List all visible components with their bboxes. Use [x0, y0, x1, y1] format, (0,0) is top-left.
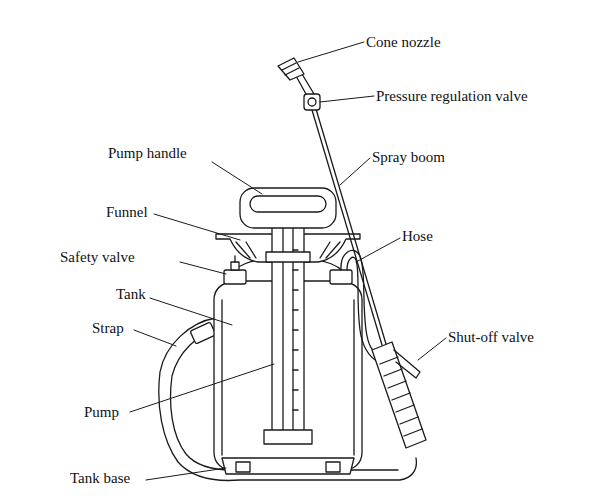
pump-handle-grip: [250, 196, 326, 212]
part-label: Strap: [92, 319, 124, 337]
tank-seam: [221, 300, 222, 455]
strap-buckle: [190, 322, 216, 344]
shut-off-valve: [372, 342, 426, 448]
tank-base: [222, 458, 354, 474]
shut-off-lever: [394, 350, 420, 378]
part-label: Safety valve: [60, 248, 135, 266]
part-label: Pressure regulation valve: [376, 87, 528, 105]
part-label: Tank base: [70, 469, 130, 487]
part-label: Tank: [116, 285, 146, 303]
tank-seam: [353, 300, 354, 455]
hose: [347, 257, 378, 362]
part-label: Pump: [84, 403, 119, 421]
nozzle-neck: [296, 74, 314, 94]
pump-ticks: [293, 250, 298, 410]
part-label: Shut-off valve: [448, 328, 534, 346]
part-label: Hose: [402, 227, 433, 245]
safety-valve: [224, 270, 246, 284]
hose-cap: [330, 270, 352, 284]
spray-boom: [316, 109, 386, 344]
pump-handle: [240, 188, 336, 228]
cone-nozzle: [282, 63, 299, 75]
tank-foot: [326, 462, 340, 472]
safety-valve: [231, 262, 239, 270]
pump-foot: [264, 430, 312, 444]
spray-boom: [312, 110, 382, 345]
part-label: Cone nozzle: [366, 33, 441, 51]
tank-foot: [236, 462, 250, 472]
part-label: Funnel: [106, 203, 148, 221]
pump-collar: [266, 252, 310, 262]
pressure-valve: [308, 98, 316, 106]
pressure-valve: [304, 94, 320, 110]
safety-valve: [234, 256, 235, 262]
part-label: Spray boom: [372, 148, 445, 166]
leader-lines: [130, 42, 446, 480]
part-label: Pump handle: [108, 144, 187, 162]
